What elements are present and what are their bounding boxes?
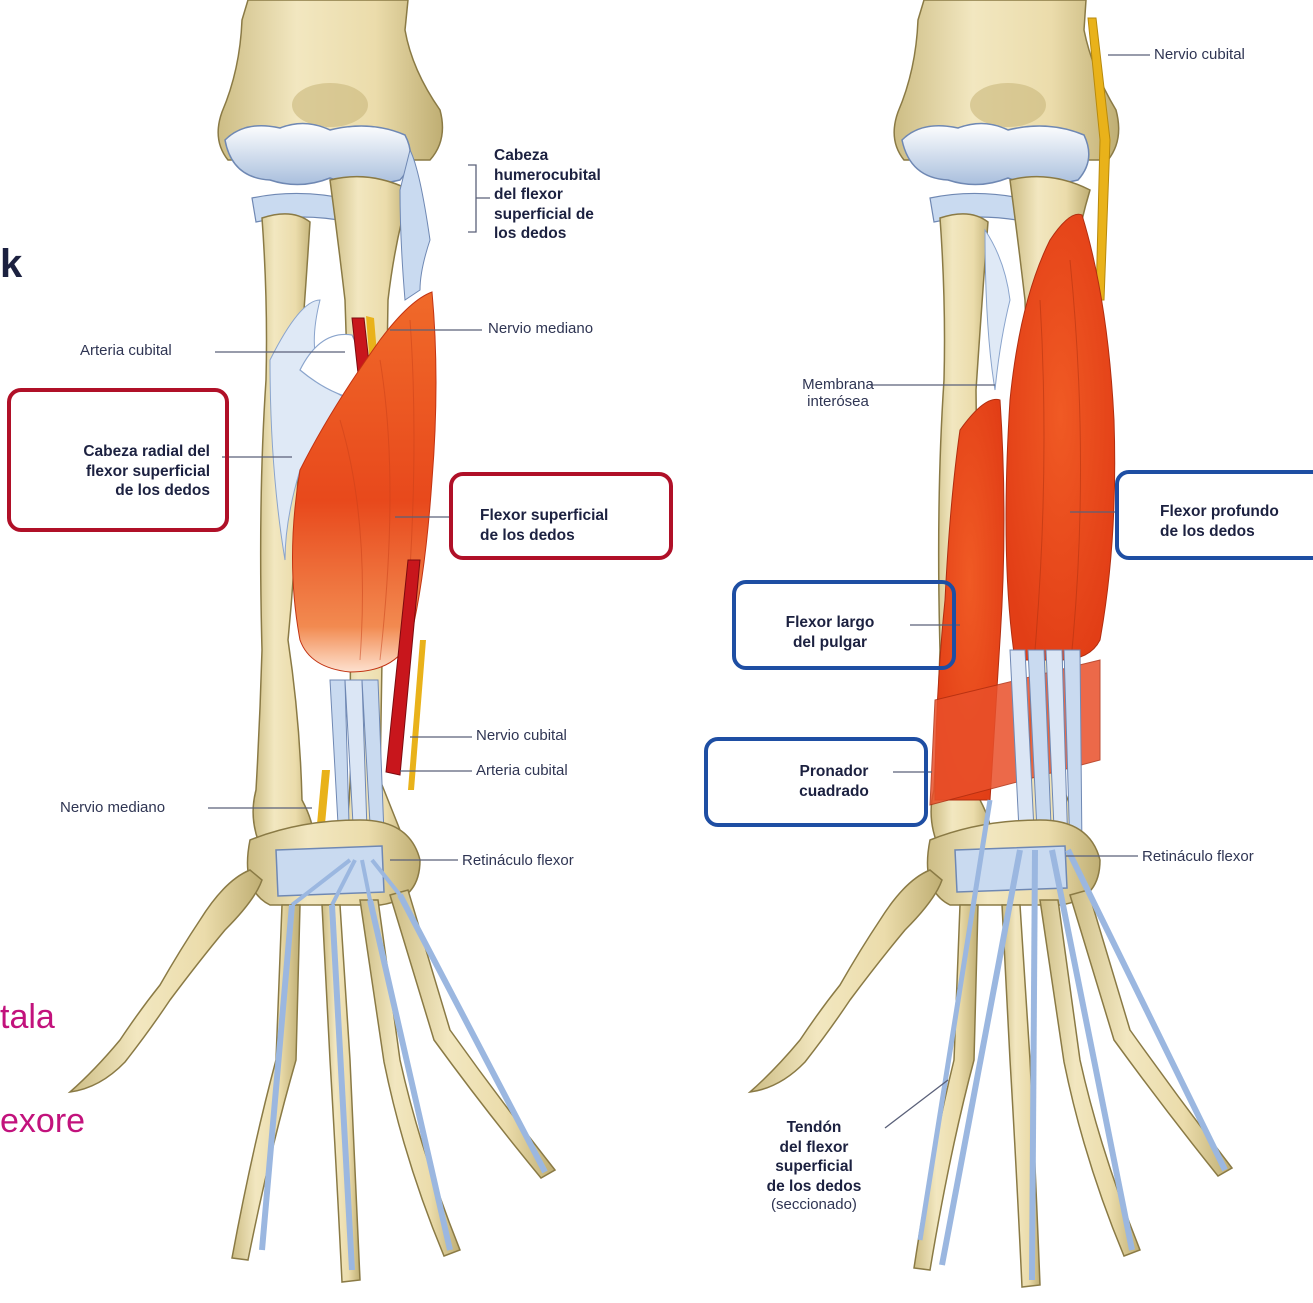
articular-cartilage-right	[901, 122, 1090, 186]
label-pronador-cuadrado: Pronador cuadrado	[764, 762, 904, 801]
label-membrana-interosea: Membrana interósea	[786, 376, 890, 410]
label-retinaculo-right: Retináculo flexor	[1142, 848, 1254, 865]
label-tendon-flexor-superficial: Tendón del flexor superficial de los ded…	[744, 1118, 884, 1196]
label-line: del pulgar	[792, 633, 868, 651]
articular-cartilage-left	[224, 122, 412, 186]
slide-fragment-exore: exore	[0, 1102, 86, 1140]
label-line: Tendón	[786, 1119, 842, 1136]
left-arm	[67, 0, 557, 1283]
box-cabeza-radial	[7, 388, 229, 532]
label-cabeza-humerocubital: Cabeza humerocubital del flexor superfic…	[494, 146, 601, 244]
label-line: Membrana	[802, 376, 874, 393]
label-line: de los dedos	[766, 1177, 862, 1195]
label-line: Flexor profundo	[1160, 503, 1279, 520]
label-line: de los dedos	[115, 482, 210, 499]
box-flexor-largo	[732, 580, 956, 670]
label-flexor-profundo: Flexor profundo de los dedos	[1160, 502, 1279, 541]
label-cabeza-radial: Cabeza radial del flexor superficial de …	[14, 442, 210, 501]
label-retinaculo-left: Retináculo flexor	[462, 852, 574, 869]
label-line: Flexor largo	[785, 614, 875, 631]
leader-lines	[208, 54, 1150, 1129]
flexor-superficial-muscle	[292, 291, 437, 673]
label-flexor-largo: Flexor largo del pulgar	[760, 613, 900, 652]
slide-fragment-tala: tala	[0, 998, 55, 1036]
label-line: Cabeza radial del	[83, 443, 210, 460]
label-line: cuadrado	[799, 782, 869, 800]
label-line: de los dedos	[480, 526, 575, 544]
label-line: Pronador	[799, 763, 869, 780]
label-line: los dedos	[494, 225, 567, 242]
flexor-retinaculum-left	[275, 845, 385, 897]
flexor-profundo-muscle	[1005, 213, 1116, 661]
label-nervio-mediano-top: Nervio mediano	[488, 320, 594, 337]
label-flexor-superficial: Flexor superficial de los dedos	[480, 506, 608, 545]
label-line: Flexor superficial	[480, 507, 609, 524]
label-arteria-cubital-bottom: Arteria cubital	[476, 762, 568, 779]
label-line: interósea	[807, 393, 869, 410]
box-flexor-superficial	[449, 472, 673, 560]
label-line: del flexor	[779, 1138, 849, 1156]
label-line: superficial	[775, 1158, 853, 1175]
label-line: Cabeza	[494, 147, 549, 164]
label-line: de los dedos	[1160, 522, 1255, 540]
label-seccionado: (seccionado)	[771, 1196, 857, 1213]
label-line: superficial de	[494, 205, 594, 223]
box-pronador-cuadrado	[704, 737, 928, 827]
slide-fragment-k: k	[0, 242, 23, 286]
humerus-left	[217, 0, 444, 161]
right-arm	[747, 0, 1234, 1288]
box-flexor-profundo	[1115, 470, 1313, 560]
ulnar-nerve-right	[1087, 17, 1111, 301]
label-nervio-cubital-right: Nervio cubital	[1154, 46, 1245, 63]
label-nervio-mediano-bottom: Nervio mediano	[60, 799, 166, 816]
label-line: humerocubital	[494, 166, 601, 184]
label-line: del flexor	[494, 186, 563, 203]
label-arteria-cubital-top: Arteria cubital	[80, 342, 172, 359]
label-line: flexor superficial	[85, 462, 210, 480]
label-nervio-cubital-left: Nervio cubital	[476, 727, 567, 744]
